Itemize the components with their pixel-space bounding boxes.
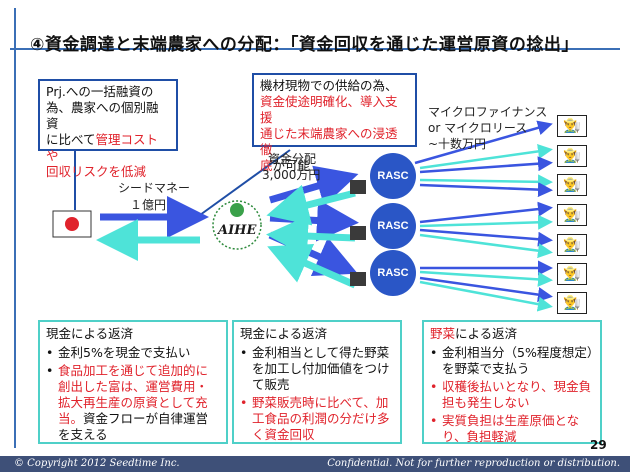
return-box-3-head-red: 野菜: [430, 326, 456, 341]
farmer-icon: 👨‍🌾: [557, 263, 587, 285]
ret-arrow-2: [266, 215, 356, 258]
sidebar-rule: [14, 8, 16, 448]
fund-dist-amount: 3,000万円: [262, 168, 321, 182]
return-box-2-item-1: 金利相当として得た野菜を加工し付加価値をつけて販売: [240, 345, 394, 393]
ret-arrow-3: [267, 244, 357, 289]
seed-money-amount: １億円: [130, 198, 167, 212]
return-box-3-item-3: 実質負担は生産原価となり、負担軽減: [430, 413, 594, 445]
return-box-2: 現金による返済 金利相当として得た野菜を加工し付加価値をつけて販売 野菜販売時に…: [232, 320, 402, 444]
return-box-1-item-2-red: 食品加工を通じて追加的に創出した富は、運営費用・拡大再生産の原資として充当。: [58, 363, 209, 426]
factory-icon: [350, 180, 366, 194]
footer-bar: [0, 456, 630, 472]
callout-left-line2: 為、農家への個別融資: [46, 100, 159, 131]
callout-left-line3-plain: に比べて: [46, 132, 96, 147]
return-box-3-item-2: 収穫後払いとなり、現金負担も発生しない: [430, 379, 594, 411]
japan-flag-sun: [65, 217, 79, 231]
return-box-3-head: 野菜による返済: [430, 326, 594, 342]
callout-left-line4: 回収リスクを低減: [46, 164, 147, 179]
return-box-1-item-1: 金利5%を現金で支払い: [46, 345, 220, 361]
aihe-globe-icon: [230, 203, 244, 217]
farmer-icon: 👨‍🌾: [557, 174, 587, 196]
callout-center-line1: 機材現物での供給の為、: [260, 78, 398, 93]
page-title: ④資金調達と末端農家への分配：「資金回収を通じた運営原資の捻出」: [30, 35, 579, 55]
rasc-node-1: RASC: [370, 153, 416, 199]
callout-left-line3-red: 管理コストや: [46, 132, 159, 163]
farmer-icon: 👨‍🌾: [557, 115, 587, 137]
footer-confidential: Confidential. Not for further reproducti…: [327, 458, 620, 469]
callout-left-line3: に比べて管理コストや: [46, 132, 170, 164]
return-box-1-head: 現金による返済: [46, 326, 134, 341]
callout-left-line1: Prj.への一括融資の: [46, 84, 154, 99]
farmer-icon: 👨‍🌾: [557, 292, 587, 314]
return-box-1-item-2: 食品加工を通じて追加的に創出した富は、運営費用・拡大再生産の原資として充当。資金…: [46, 363, 220, 443]
dist-arrow-2: [269, 199, 359, 242]
callout-center: 機材現物での供給の為、 資金使途明確化、導入支援 通じた末端農家への浸透徹 底が…: [252, 73, 417, 173]
farmer-icon: 👨‍🌾: [557, 234, 587, 256]
return-box-3-head-plain: による返済: [455, 326, 518, 341]
callout-center-line4: 底が可能: [260, 158, 409, 174]
farmer-icon: 👨‍🌾: [557, 204, 587, 226]
callout-center-leader: [199, 149, 291, 216]
callout-center-line2: 資金使途明確化、導入支援: [260, 94, 398, 125]
aihe-label: AIHE: [218, 223, 257, 238]
seed-money-label: シードマネー: [118, 181, 191, 195]
rasc-node-3: RASC: [370, 250, 416, 296]
return-box-3: 野菜による返済 金利相当分（5%程度想定）を野菜で支払う 収穫後払いとなり、現金…: [422, 320, 602, 444]
micro-label-3: ~十数万円: [428, 137, 487, 151]
title-bar: [10, 8, 620, 50]
micro-label-1: マイクロファイナンス: [428, 105, 548, 119]
callout-center-line4-red: 底: [260, 158, 273, 173]
micro-label-2: or マイクロリース: [428, 121, 528, 135]
factory-icon: [350, 226, 366, 240]
return-box-3-item-1: 金利相当分（5%程度想定）を野菜で支払う: [430, 345, 594, 377]
factory-icon: [350, 272, 366, 286]
farmer-icon: 👨‍🌾: [557, 145, 587, 167]
return-box-1: 現金による返済 金利5%を現金で支払い 食品加工を通じて追加的に創出した富は、運…: [38, 320, 228, 444]
callout-center-line4-plain: が可能: [272, 158, 311, 173]
ret-arrow-1: [266, 184, 356, 226]
aihe-logo-ring: [212, 200, 262, 250]
footer-copyright: © Copyright 2012 Seedtime Inc.: [14, 458, 180, 469]
callout-center-line3: 通じた末端農家への浸透徹: [260, 126, 398, 157]
fund-dist-label: 資金分配: [268, 152, 317, 166]
callout-left: Prj.への一括融資の 為、農家への個別融資 に比べて管理コストや 回収リスクを…: [38, 79, 178, 179]
return-box-2-head: 現金による返済: [240, 326, 328, 341]
page-number: 29: [590, 438, 607, 452]
return-box-2-item-2: 野菜販売時に比べて、加工食品の利潤の分だけ多く資金回収: [240, 395, 394, 443]
return-box-1-item-2-tail: 資金フローが自律運営を支える: [58, 411, 209, 442]
farmer-arrows: [414, 120, 553, 312]
rasc-node-2: RASC: [370, 203, 416, 249]
